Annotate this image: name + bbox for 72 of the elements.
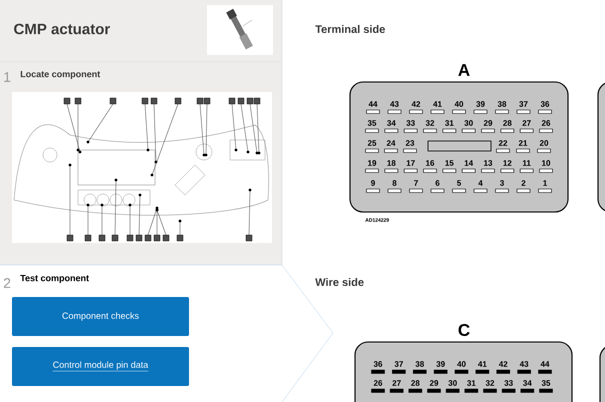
- pin-number: 28: [503, 120, 512, 126]
- pin-number: 35: [368, 120, 376, 126]
- pin-number: 36: [374, 361, 382, 367]
- pin-number: 14: [464, 160, 474, 166]
- pin-number: 24: [386, 140, 396, 146]
- pin-number: 40: [454, 101, 464, 107]
- pin-number: 23: [406, 140, 414, 146]
- pin-number: 20: [540, 140, 548, 146]
- pin-number: 41: [478, 361, 487, 367]
- pin-number: 11: [522, 160, 531, 166]
- pin-number: 41: [433, 101, 442, 107]
- pin-number: 37: [519, 101, 528, 107]
- node-label: C: [458, 324, 470, 336]
- pin-number: 10: [542, 160, 550, 166]
- pin-number: 19: [368, 160, 376, 166]
- pin-number: 4: [478, 180, 483, 186]
- pin-number: 27: [392, 380, 401, 386]
- pin-number: 22: [498, 140, 508, 146]
- pin-number: 32: [486, 380, 494, 386]
- pin-number: 33: [406, 120, 415, 126]
- pin-number: 25: [368, 140, 376, 146]
- pin-number: 17: [406, 160, 415, 166]
- pin-number: 26: [542, 120, 550, 126]
- node-label: 1: [4, 72, 10, 82]
- button: Component checks: [12, 297, 189, 336]
- pin-number: 7: [414, 180, 418, 186]
- connector-face: [597, 81, 605, 213]
- pin-number: 6: [436, 180, 440, 186]
- pin-number: 39: [436, 361, 445, 367]
- pin-number: 27: [522, 120, 531, 126]
- pin-number: 40: [457, 361, 466, 367]
- pin-number: 12: [503, 160, 512, 166]
- pin-number: 42: [498, 361, 508, 367]
- pin-number: 33: [504, 380, 513, 386]
- pin-number: 9: [371, 180, 375, 186]
- pin-number: 38: [498, 101, 506, 107]
- pin-number: 5: [457, 180, 461, 186]
- pin-number: 31: [445, 120, 454, 126]
- pin-number: 39: [476, 101, 485, 107]
- pin-number: 16: [426, 160, 434, 166]
- pin-number: 26: [374, 380, 382, 386]
- button: Control module pin data: [12, 347, 189, 386]
- pin-number: 13: [484, 160, 492, 166]
- pin-number: 32: [426, 120, 434, 126]
- pin-number: 43: [390, 101, 399, 107]
- pin-number: 35: [542, 380, 550, 386]
- pin-number: 44: [540, 361, 550, 367]
- pin-number: 2: [522, 180, 526, 186]
- section-heading: Terminal side: [315, 24, 385, 34]
- pin-number: 29: [484, 120, 492, 126]
- pin-number: 28: [411, 380, 420, 386]
- pin-number: 43: [520, 361, 528, 367]
- pin-number: 29: [430, 380, 438, 386]
- pin-number: 31: [467, 380, 476, 386]
- section-heading: Wire side: [315, 278, 364, 286]
- pin-number: 30: [464, 120, 473, 126]
- pin-number: 37: [394, 361, 403, 367]
- pin-number: 15: [445, 160, 454, 166]
- pin-number: 36: [540, 101, 550, 107]
- node-label: Locate component: [20, 70, 100, 80]
- pin-number: 18: [387, 160, 396, 166]
- pin-number: 34: [523, 380, 532, 386]
- pin-number: 1: [543, 180, 547, 186]
- pin-number: 42: [412, 101, 420, 107]
- pin-number: 30: [448, 380, 457, 386]
- node-label: A: [458, 64, 470, 76]
- pin-number: 44: [368, 101, 378, 107]
- pin-number: 38: [416, 361, 424, 367]
- pin-number: 8: [392, 180, 396, 186]
- pin-number: 21: [518, 140, 528, 146]
- pin-number: 3: [500, 180, 504, 186]
- pin-number: 34: [387, 120, 396, 126]
